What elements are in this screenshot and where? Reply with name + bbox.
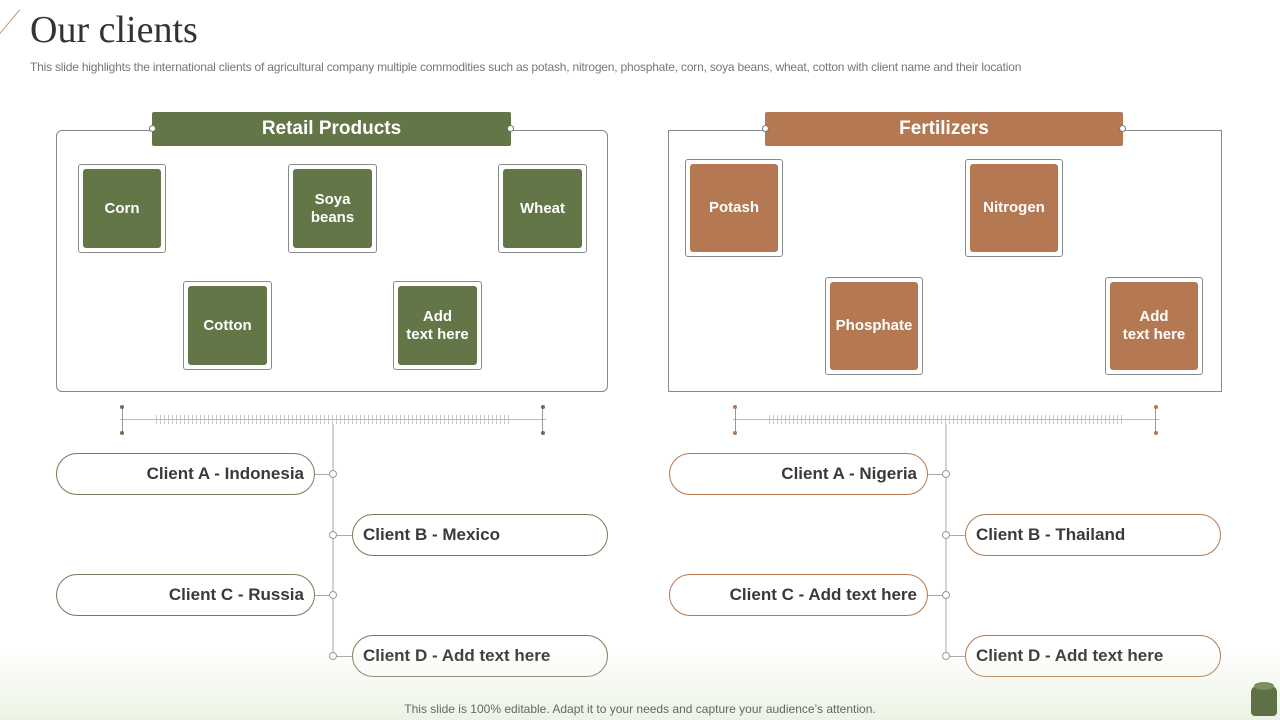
- product-tile-frame: Nitrogen: [965, 159, 1063, 257]
- product-tile-frame: Phosphate: [825, 277, 923, 375]
- retail-scale: [120, 405, 546, 435]
- connector-dot: [942, 591, 950, 599]
- product-tile-wheat[interactable]: Wheat: [503, 169, 582, 248]
- fertilizers-connector-line: [945, 424, 947, 660]
- product-tile-add-text[interactable]: Add text here: [398, 286, 477, 365]
- connector-dot: [329, 591, 337, 599]
- product-tile-frame: Potash: [685, 159, 783, 257]
- product-tile-frame: Add text here: [393, 281, 482, 370]
- product-tile-frame: Soya beans: [288, 164, 377, 253]
- header-dot: [149, 125, 156, 132]
- connector-dot: [329, 531, 337, 539]
- product-tile-cotton[interactable]: Cotton: [188, 286, 267, 365]
- client-pill-b[interactable]: Client B - Thailand: [965, 514, 1221, 556]
- product-tile-soya-beans[interactable]: Soya beans: [293, 169, 372, 248]
- product-tile-frame: Corn: [78, 164, 166, 253]
- header-dot: [507, 125, 514, 132]
- footer-note: This slide is 100% editable. Adapt it to…: [404, 702, 876, 716]
- client-pill-a[interactable]: Client A - Nigeria: [669, 453, 928, 495]
- fertilizers-header: Fertilizers: [765, 112, 1123, 146]
- product-tile-frame: Cotton: [183, 281, 272, 370]
- product-tile-corn[interactable]: Corn: [83, 169, 161, 248]
- page-subtitle: This slide highlights the international …: [30, 60, 1022, 74]
- product-tile-frame: Wheat: [498, 164, 587, 253]
- product-tile-add-text[interactable]: Add text here: [1110, 282, 1198, 370]
- client-pill-c[interactable]: Client C - Add text here: [669, 574, 928, 616]
- client-pill-a[interactable]: Client A - Indonesia: [56, 453, 315, 495]
- retail-connector-line: [332, 424, 334, 660]
- product-tile-potash[interactable]: Potash: [690, 164, 778, 252]
- corner-decoration: [0, 9, 21, 41]
- retail-header: Retail Products: [152, 112, 511, 146]
- product-tile-nitrogen[interactable]: Nitrogen: [970, 164, 1058, 252]
- header-dot: [1119, 125, 1126, 132]
- connector-dot: [942, 470, 950, 478]
- client-pill-c[interactable]: Client C - Russia: [56, 574, 315, 616]
- grass-background: [0, 650, 1280, 720]
- header-dot: [762, 125, 769, 132]
- product-tile-phosphate[interactable]: Phosphate: [830, 282, 918, 370]
- connector-dot: [329, 470, 337, 478]
- page-title: Our clients: [30, 9, 198, 51]
- client-pill-b[interactable]: Client B - Mexico: [352, 514, 608, 556]
- sack-icon: [1251, 682, 1277, 716]
- fertilizers-scale: [733, 405, 1159, 435]
- connector-dot: [942, 531, 950, 539]
- product-tile-frame: Add text here: [1105, 277, 1203, 375]
